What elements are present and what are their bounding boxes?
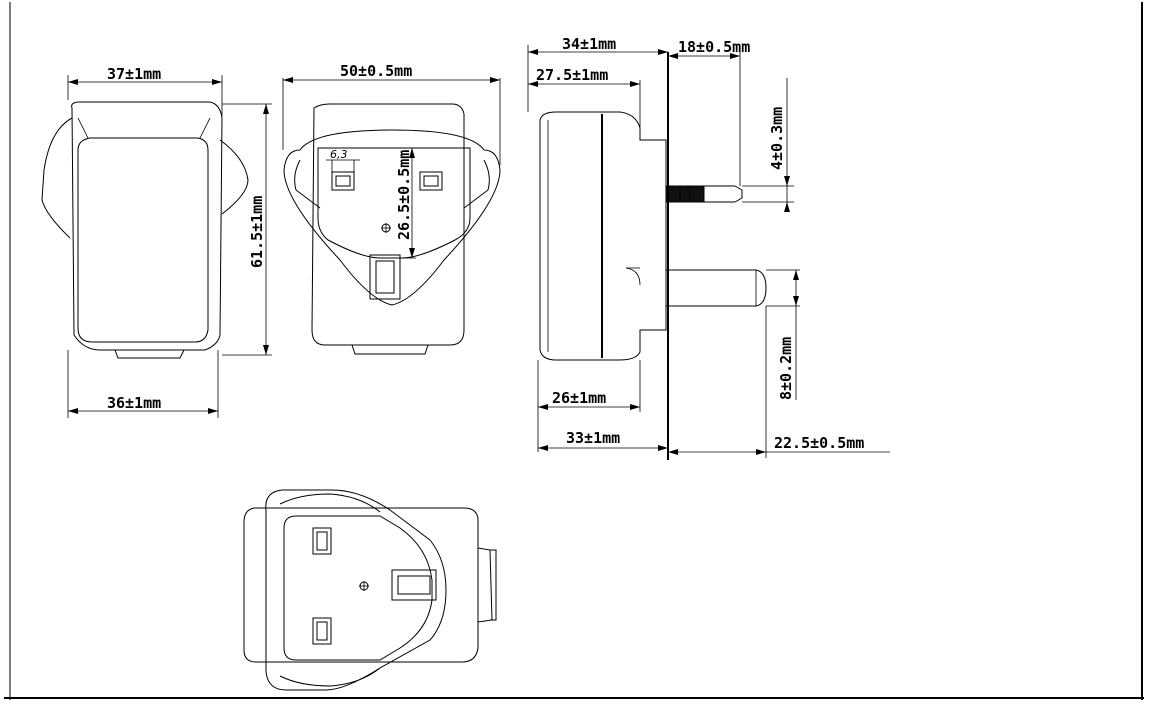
dim-side-bottom-depth: 26±1mm xyxy=(552,389,606,407)
dim-height: 61.5±1mm xyxy=(248,196,266,268)
dim-front-bottom-width: 36±1mm xyxy=(107,394,161,412)
side-view xyxy=(527,45,890,460)
dim-pin-width-label: 6,3 xyxy=(330,148,348,161)
dim-pin-thickness: 4±0.3mm xyxy=(768,107,786,170)
dim-pin-length: 22.5±0.5mm xyxy=(774,434,864,452)
pinface-view xyxy=(282,77,501,355)
dim-side-overall-bottom: 33±1mm xyxy=(566,429,620,447)
dim-pin-spacing: 26.5±0.5mm xyxy=(395,150,413,240)
dim-side-total-depth: 34±1mm xyxy=(562,35,616,53)
dim-pinface-width: 50±0.5mm xyxy=(340,62,412,80)
bottom-pinface-view xyxy=(243,489,497,691)
front-view xyxy=(41,75,272,418)
dim-earth-pin-width: 8±0.2mm xyxy=(777,337,795,400)
drawing-frame xyxy=(4,2,1144,700)
dim-front-top-width: 37±1mm xyxy=(107,65,161,83)
dim-side-body-depth: 27.5±1mm xyxy=(536,66,608,84)
dim-pin-offset: 18±0.5mm xyxy=(678,38,750,56)
